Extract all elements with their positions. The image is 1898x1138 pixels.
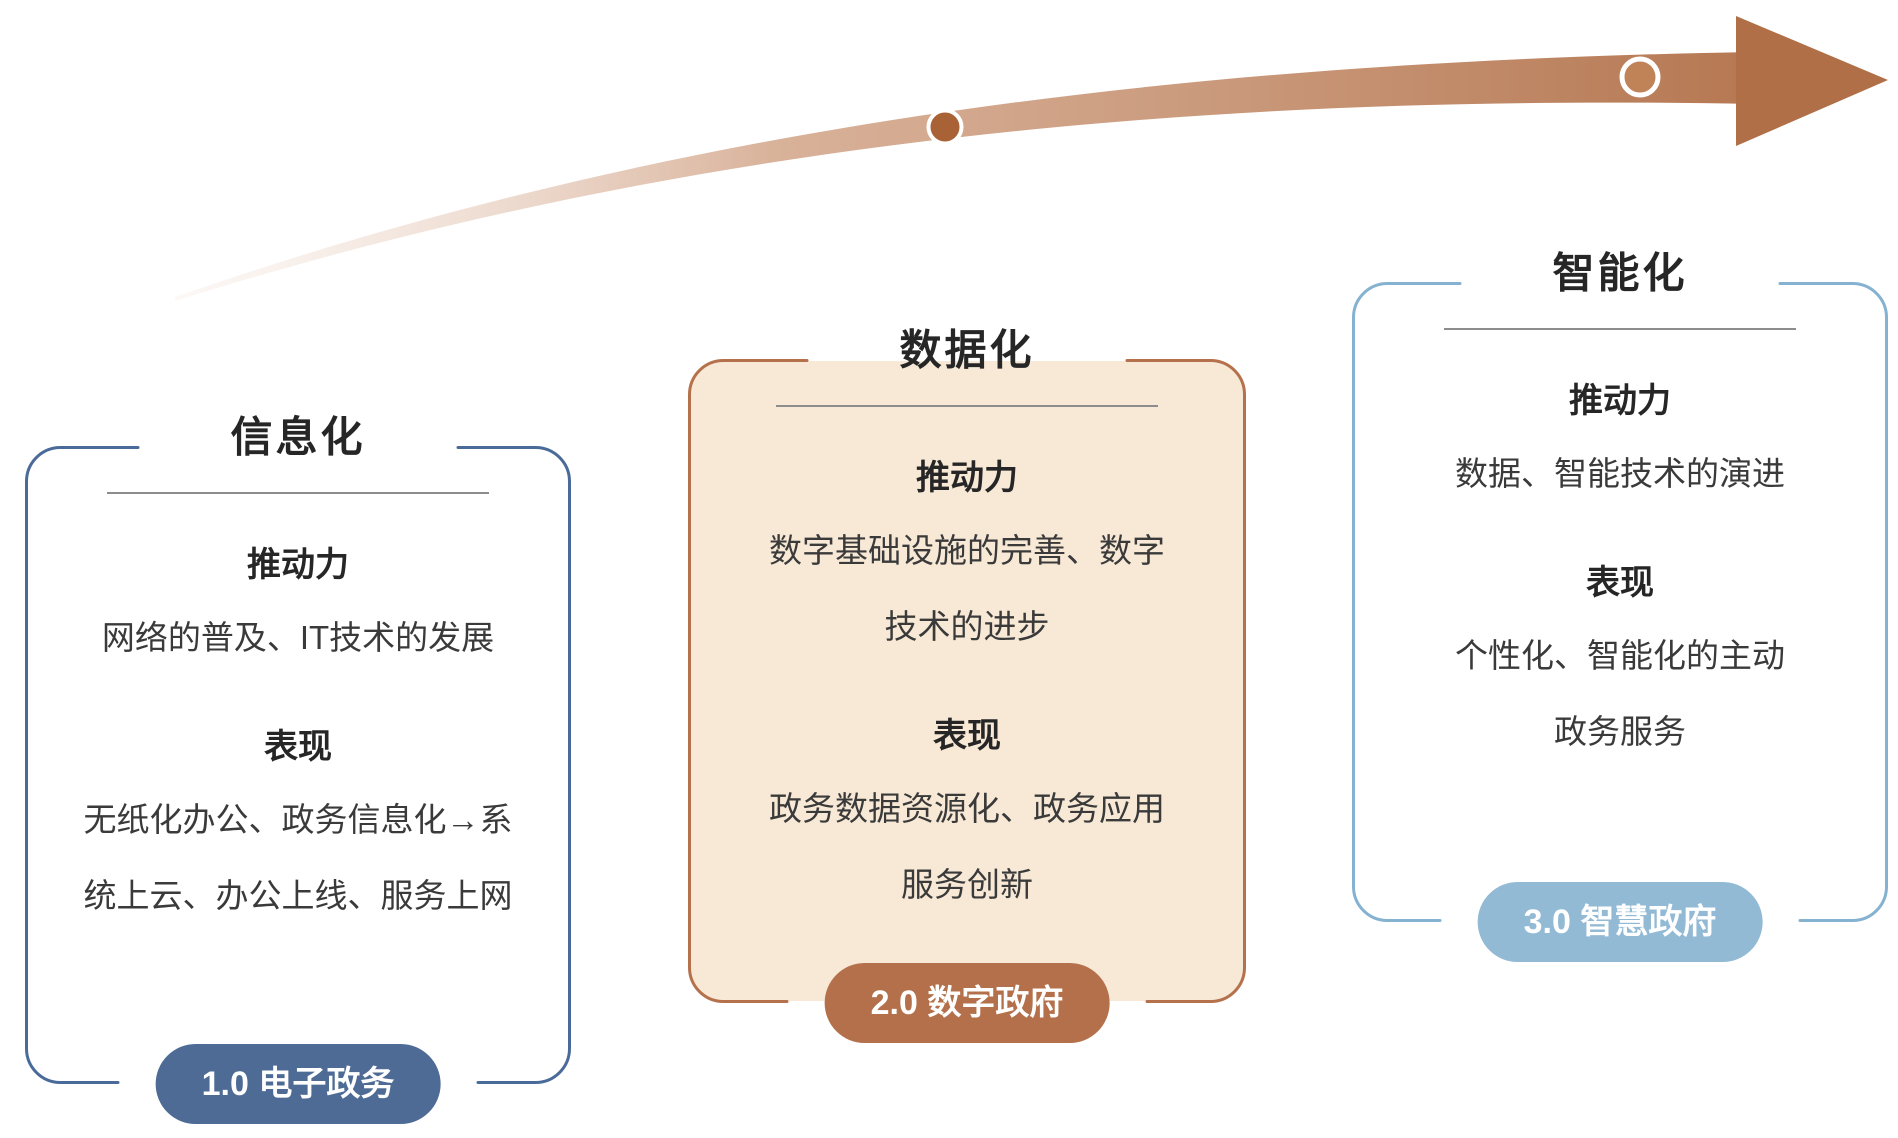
driver-heading: 推动力 xyxy=(1569,382,1671,420)
growth-arrow xyxy=(175,16,1888,301)
card-content: 推动力 数据、智能技术的演进 表现 个性化、智能化的主动政务服务 xyxy=(1352,282,1888,770)
stage-card-intelligentization: 智能化 推动力 数据、智能技术的演进 表现 个性化、智能化的主动政务服务 3.0… xyxy=(1352,249,1888,962)
arrow-band xyxy=(175,52,1755,301)
manifestation-heading: 表现 xyxy=(933,717,1001,755)
arrowhead-icon xyxy=(1736,16,1888,146)
title-divider xyxy=(107,492,489,494)
manifestation-text: 无纸化办公、政务信息化→系统上云、办公上线、服务上网 xyxy=(83,801,513,914)
driver-heading: 推动力 xyxy=(916,459,1018,497)
title-divider xyxy=(776,405,1158,407)
stage-badge: 3.0 智慧政府 xyxy=(1477,882,1763,962)
manifestation-heading: 表现 xyxy=(1586,564,1654,602)
title-divider xyxy=(1444,328,1796,330)
manifestation-heading: 表现 xyxy=(264,728,332,766)
milestone-dot-icon xyxy=(926,108,964,146)
milestone-ring-icon xyxy=(1619,56,1661,98)
driver-text: 网络的普及、IT技术的发展 xyxy=(101,619,495,656)
stage-title: 数据化 xyxy=(899,326,1035,374)
stage-title: 信息化 xyxy=(230,413,366,461)
card-border xyxy=(25,446,571,1084)
card-border xyxy=(1352,282,1888,922)
manifestation-text: 个性化、智能化的主动政务服务 xyxy=(1455,637,1785,750)
stage-title: 智能化 xyxy=(1552,249,1688,297)
stage-card-datafication: 数据化 推动力 数字基础设施的完善、数字技术的进步 表现 政务数据资源化、政务应… xyxy=(688,326,1246,1043)
stage-badge: 2.0 数字政府 xyxy=(824,963,1110,1043)
driver-heading: 推动力 xyxy=(247,546,349,584)
card-border xyxy=(688,359,1246,1003)
driver-text: 数字基础设施的完善、数字技术的进步 xyxy=(769,532,1165,645)
driver-text: 数据、智能技术的演进 xyxy=(1455,455,1785,492)
stage-card-informatization: 信息化 推动力 网络的普及、IT技术的发展 表现 无纸化办公、政务信息化→系统上… xyxy=(25,413,571,1124)
card-content: 推动力 数字基础设施的完善、数字技术的进步 表现 政务数据资源化、政务应用服务创… xyxy=(688,359,1246,923)
card-content: 推动力 网络的普及、IT技术的发展 表现 无纸化办公、政务信息化→系统上云、办公… xyxy=(25,446,571,934)
manifestation-text: 政务数据资源化、政务应用服务创新 xyxy=(769,790,1165,903)
stage-badge: 1.0 电子政务 xyxy=(155,1044,441,1124)
